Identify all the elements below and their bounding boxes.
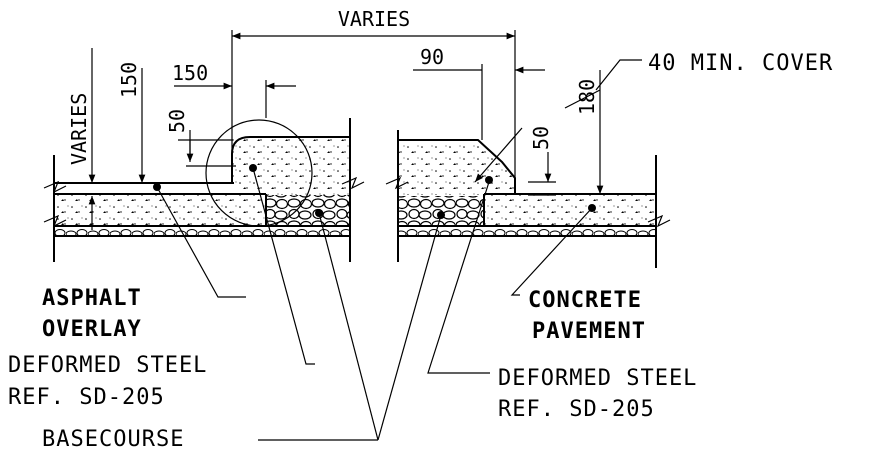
- asphalt-label-line2: OVERLAY: [42, 317, 142, 342]
- leader-lines: [156, 167, 593, 441]
- top-varies-dimension: [231, 30, 516, 178]
- asphalt-label-line1: ASPHALT: [42, 286, 142, 311]
- dim-150-vertical: 150: [117, 62, 141, 98]
- detail-circle: [205, 119, 313, 227]
- dim-90: 90: [420, 45, 444, 69]
- right-slab: [484, 194, 656, 226]
- asphalt-overlay-layer: [54, 183, 234, 194]
- concrete-label-line2: PAVEMENT: [532, 319, 646, 344]
- left-steel-label-line1: DEFORMED STEEL: [8, 353, 207, 378]
- left-gravel-strip: [54, 227, 350, 236]
- dim-50-left: 50: [165, 109, 189, 133]
- basecourse-label: BASECOURSE: [42, 427, 184, 452]
- dim-varies-top: VARIES: [338, 7, 410, 31]
- right-section: [385, 59, 671, 268]
- right-kerb-block: [398, 140, 515, 195]
- left-basecourse-cobbles: [266, 195, 350, 226]
- dim-150-horizontal: 150: [172, 61, 208, 85]
- dim-50-right: 50: [529, 126, 553, 150]
- left-slab: [54, 194, 266, 226]
- right-steel-dot-1: [485, 176, 493, 184]
- right-steel-label-line1: DEFORMED STEEL: [498, 366, 697, 391]
- dim-varies-left: VARIES: [67, 93, 91, 165]
- right-steel-label-line2: REF. SD-205: [498, 397, 655, 422]
- dim-180: 180: [575, 79, 599, 115]
- concrete-label-line1: CONCRETE: [528, 288, 642, 313]
- left-section: [43, 48, 365, 262]
- right-gravel-strip: [398, 227, 656, 236]
- left-steel-label-line2: REF. SD-205: [8, 385, 165, 410]
- dim-40-min-cover: 40 MIN. COVER: [648, 51, 833, 76]
